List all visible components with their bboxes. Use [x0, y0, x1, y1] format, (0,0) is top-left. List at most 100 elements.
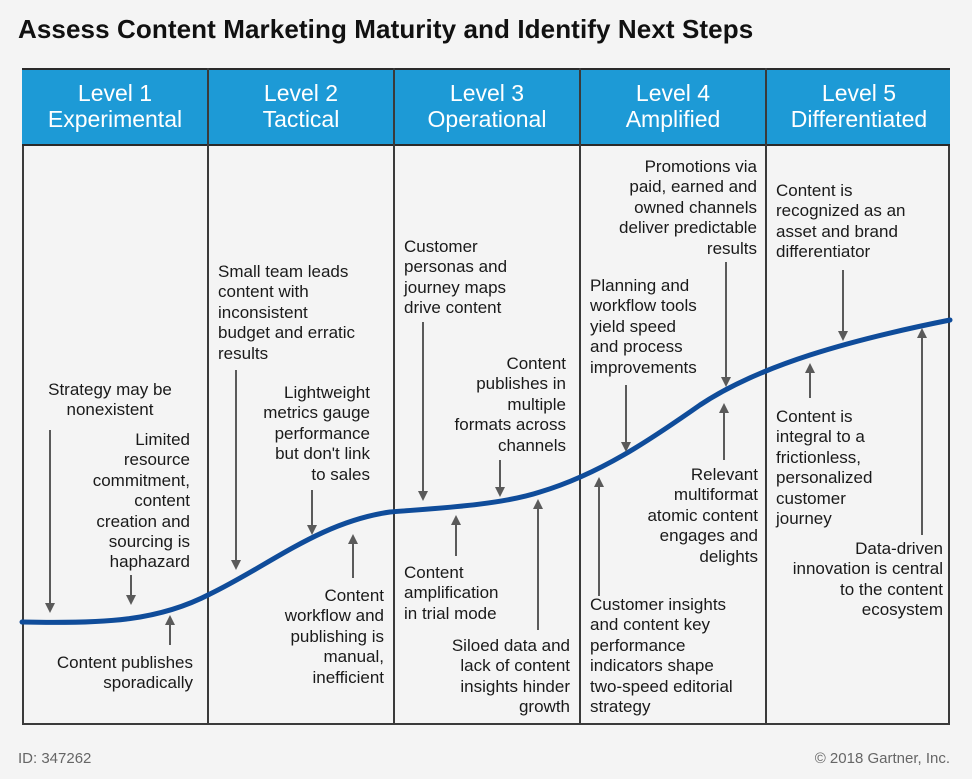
level-1-header: Level 1 Experimental [22, 80, 208, 132]
level-name: Differentiated [790, 106, 928, 132]
note-line: insights hinder [460, 676, 570, 696]
note-line: and content key [590, 615, 711, 635]
note-line: to sales [311, 464, 370, 484]
level-number: Level 4 [635, 80, 711, 106]
note-line: Strategy may be [48, 380, 172, 399]
level-header-band [22, 68, 950, 146]
note-line: commitment, [92, 470, 190, 490]
note-line: Small team leads [218, 262, 349, 281]
maturity-curve [19, 317, 953, 625]
column-divider [579, 68, 581, 725]
note-line: Content publishes [56, 653, 193, 672]
note-line: Promotions via [644, 157, 757, 176]
note-line: and process [590, 337, 683, 357]
note-line: personas and [404, 257, 508, 277]
note-line: paid, earned and [629, 177, 757, 197]
note-line: drive content [404, 298, 502, 318]
level-3-header: Level 3 Operational [394, 80, 580, 132]
note-line: recognized as an [776, 201, 906, 221]
note-line: Content [324, 586, 384, 605]
note-line: owned channels [634, 197, 757, 217]
note-line: growth [518, 697, 570, 717]
note-line: multiformat [673, 485, 758, 505]
note-line: Customer [404, 237, 478, 256]
note-line: delights [699, 546, 758, 566]
column-divider [207, 68, 209, 725]
note-line: innovation is central [792, 559, 943, 579]
note-line: Planning and [590, 276, 690, 295]
note-line: Content is [776, 407, 853, 426]
level-number: Level 2 [263, 80, 339, 106]
note-line: journey maps [404, 277, 507, 297]
note-line: strategy [590, 697, 651, 717]
note-line: journey [776, 509, 832, 529]
level-number: Level 5 [821, 80, 897, 106]
note-line: in trial mode [404, 603, 497, 623]
document-id: ID: 347262 [18, 750, 92, 767]
note-line: differentiator [776, 242, 871, 262]
note-line: Data-driven [855, 539, 943, 558]
note-line: content [134, 491, 190, 511]
note-line: ecosystem [861, 600, 943, 620]
note-line: publishes in [476, 374, 566, 394]
note-line: budget and erratic [218, 323, 356, 343]
copyright: © 2018 Gartner, Inc. [814, 750, 950, 767]
note-line: performance [274, 423, 370, 443]
level-number: Level 1 [77, 80, 153, 106]
note-line: two-speed editorial [590, 676, 733, 696]
note-line: to the content [839, 579, 943, 599]
diagram-frame [22, 68, 950, 725]
note-line: Content [404, 563, 464, 582]
note-line: customer [776, 488, 846, 508]
note-line: yield speed [590, 316, 677, 336]
note-line: sporadically [103, 673, 193, 693]
note-line: Limited [135, 430, 190, 449]
note-line: results [706, 238, 757, 258]
note-line: manual, [323, 647, 384, 667]
note-line: atomic content [647, 505, 758, 525]
note-line: inefficient [312, 667, 384, 687]
note-line: Customer insights [590, 595, 727, 614]
note-line: nonexistent [66, 400, 154, 420]
note-line: improvements [590, 357, 697, 377]
arrows [45, 262, 927, 645]
note-line: creation and [96, 511, 190, 531]
level-name: Amplified [625, 106, 721, 132]
level-5-header: Level 5 Differentiated [766, 80, 952, 132]
level-2-header: Level 2 Tactical [208, 80, 394, 132]
note-line: indicators shape [590, 656, 714, 676]
note-line: asset and brand [776, 221, 898, 241]
note-line: lack of content [460, 656, 570, 676]
page-title: Assess Content Marketing Maturity and Id… [18, 14, 754, 44]
note-line: Content [506, 354, 566, 373]
note-line: resource [123, 450, 190, 470]
level-name: Operational [427, 106, 547, 132]
note-line: performance [590, 635, 686, 655]
note-line: Relevant [690, 465, 758, 484]
level-number: Level 3 [449, 80, 525, 106]
note-line: Lightweight [283, 383, 370, 402]
column-divider [393, 68, 395, 725]
note-line: amplification [404, 583, 499, 603]
note-line: workflow tools [590, 296, 697, 316]
note-line: deliver predictable [619, 218, 757, 238]
column-divider [765, 68, 767, 725]
level-name: Experimental [47, 106, 183, 132]
level-4-header: Level 4 Amplified [580, 80, 766, 132]
note-line: formats across [454, 415, 566, 435]
